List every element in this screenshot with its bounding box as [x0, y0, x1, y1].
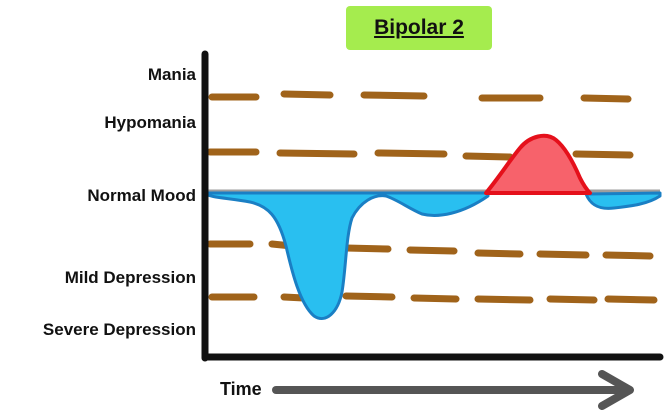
x-axis-label-time: Time — [220, 379, 262, 399]
depression-wave — [202, 191, 490, 320]
level-label-mania: Mania — [147, 65, 196, 84]
mild-depression-threshold-line — [206, 240, 654, 260]
level-label-severe-depression: Severe Depression — [42, 320, 196, 339]
title-badge: Bipolar 2 — [346, 6, 492, 50]
severe-depression-threshold-line — [208, 292, 658, 304]
level-label-normal-mood: Normal Mood — [87, 186, 196, 205]
hypomania-threshold-line — [206, 148, 634, 161]
diagram-title: Bipolar 2 — [374, 16, 464, 39]
hypomania-wave — [484, 133, 592, 195]
mania-threshold-line — [208, 90, 632, 103]
time-arrow-icon — [272, 370, 634, 410]
depression-wave-end — [584, 191, 662, 210]
level-label-mild-depression: Mild Depression — [64, 268, 196, 287]
level-label-hypomania: Hypomania — [104, 113, 196, 132]
